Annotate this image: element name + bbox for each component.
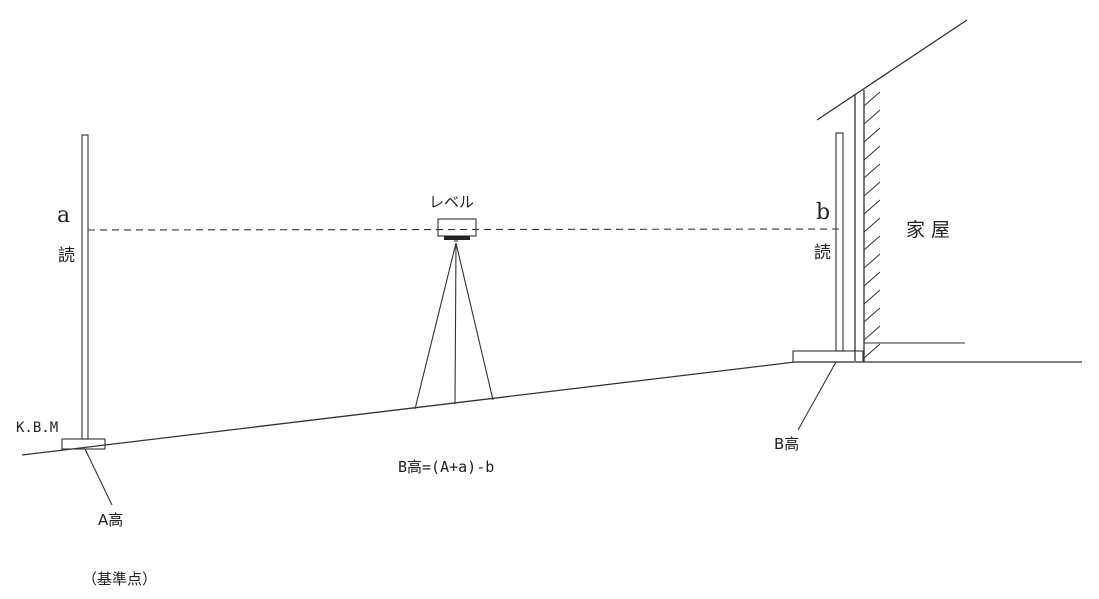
rod-a-read-label: 読 [58,246,75,266]
formula-label: B高=(A+a)-b [398,458,494,476]
rod-b [792,132,864,363]
kbm-label: K.B.M [16,420,58,436]
tripod [414,242,494,410]
reference-point-label: （基準点） [82,570,157,588]
rod-b-base-block [792,350,864,363]
house [816,19,968,362]
b-height-label: B高 [774,435,799,453]
house-roof-line [816,19,968,121]
ground-slope-line [21,361,796,456]
house-label: 家 屋 [906,219,950,241]
rod-a [61,134,106,450]
sight-line [87,228,841,231]
rod-a-base-block [61,438,106,450]
level-label: レベル [429,193,474,211]
a-height-label: A高 [98,511,123,529]
b-height-leader [797,361,837,431]
rod-b-letter: b [816,200,830,225]
level-instrument [437,218,477,242]
wall-hatching [863,91,881,359]
rod-a-letter: a [57,203,70,228]
a-height-leader [84,448,113,506]
rod-b-read-label: 読 [814,243,831,263]
